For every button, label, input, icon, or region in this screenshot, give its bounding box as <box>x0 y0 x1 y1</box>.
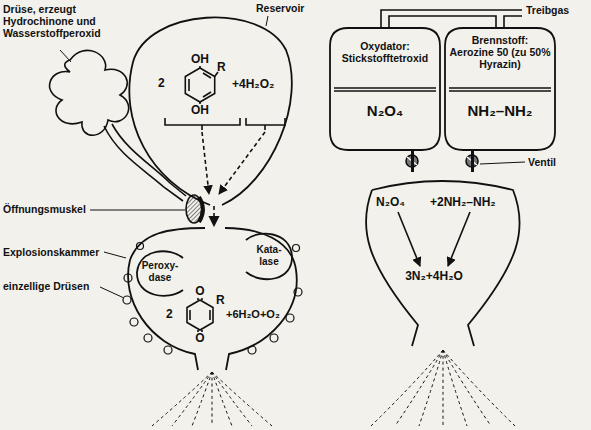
ring-bond <box>209 310 211 320</box>
node-text: Kata- lase <box>247 244 291 267</box>
benzene-ring <box>185 68 214 102</box>
feed-pipe <box>471 150 474 172</box>
callout-label: Treibgas <box>526 4 588 16</box>
flow-arrow <box>213 206 215 226</box>
gland-duct <box>104 126 183 201</box>
ring-bond <box>189 310 191 320</box>
ring-bond <box>203 73 211 78</box>
bracket <box>165 118 240 130</box>
spray-line <box>212 372 232 426</box>
leader-line <box>480 162 525 164</box>
flow-arrow <box>202 132 209 194</box>
shape-node: Kata- lase <box>244 230 294 284</box>
liquid-level <box>334 88 436 91</box>
gland-cell <box>130 318 138 326</box>
node-text: OH <box>188 53 212 67</box>
node-text: N₂O₄ <box>376 196 418 210</box>
shape-node: N₂O₄ +2NH₂–NH₂ 3N₂+4H₂O <box>355 172 533 348</box>
node-text: Brennstoff: Aerozine 50 (zu 50% Hyrazin) <box>449 34 551 70</box>
ring-bond <box>188 79 190 91</box>
exhaust-line <box>443 350 467 426</box>
node-text: Oxydator: Stickstofftetroxid <box>334 40 436 64</box>
gland-cell <box>270 334 278 342</box>
shape-node: OH R 2 +4H₂O₂ OH <box>125 8 303 206</box>
node-text: O <box>194 332 206 346</box>
callout-label: Öffnungsmuskel <box>3 203 103 215</box>
callout-label: einzellige Drüsen <box>3 280 113 292</box>
node-text: +6H₂O+O₂ <box>226 308 292 321</box>
gland-cell <box>144 334 152 342</box>
ring-bond <box>199 66 201 68</box>
leader-line <box>60 50 71 62</box>
leader-line <box>266 16 268 26</box>
node-text: R <box>216 294 230 308</box>
flow-arrow <box>219 132 265 194</box>
gland-cell <box>293 245 300 252</box>
node-text: OH <box>188 104 212 118</box>
exhaust-line <box>443 350 515 426</box>
node-text: R <box>217 61 231 75</box>
callout-label: Explosionskammer <box>3 246 113 258</box>
leader-line <box>90 210 185 211</box>
gland <box>50 50 129 135</box>
exhaust-line <box>419 350 443 426</box>
quinone-ring <box>187 300 213 330</box>
ring-bond <box>203 92 211 97</box>
spray-line <box>192 372 212 426</box>
shape-node: Oxydator: StickstofftetroxidN₂O₄ <box>330 28 440 150</box>
carbonyl-bond <box>198 298 202 332</box>
node-outline <box>125 8 303 206</box>
exhaust-line <box>443 350 444 426</box>
node-text: +4H₂O₂ <box>232 78 292 92</box>
gas-pipe <box>381 10 522 28</box>
reaction-arrow <box>398 212 420 266</box>
node-text: 2 <box>166 308 178 322</box>
callout-label: Ventil <box>528 156 578 168</box>
spray-line <box>212 372 272 426</box>
liquid-level <box>449 88 551 91</box>
shape-node: Brennstoff: Aerozine 50 (zu 50% Hyrazin)… <box>445 28 555 150</box>
spray-line <box>172 372 212 426</box>
bracket <box>246 118 285 130</box>
node-text: O <box>194 285 206 299</box>
leader-line <box>104 252 126 258</box>
node-text: 2 <box>158 77 170 91</box>
exhaust-line <box>395 350 443 426</box>
exhaust-line <box>371 350 443 426</box>
callout-label: Reservoir <box>256 2 316 14</box>
exhaust-line <box>443 350 491 426</box>
shape-node: Peroxy- dase <box>136 248 184 300</box>
gland-cell <box>164 346 172 354</box>
leader-line <box>100 287 124 298</box>
sphincter-muscle <box>186 195 202 223</box>
node-text: +2NH₂–NH₂ <box>430 196 512 210</box>
spray-line <box>152 372 212 426</box>
node-text: N₂O₄ <box>334 102 436 119</box>
node-text: NH₂–NH₂ <box>449 102 551 119</box>
callout-label: Drüse, erzeugt Hydrochinone und Wasserst… <box>3 3 121 39</box>
feed-pipe <box>411 150 414 172</box>
node-text: 3N₂+4H₂O <box>392 270 476 284</box>
node-text: Peroxy- dase <box>138 260 182 283</box>
gland-cell <box>123 296 131 304</box>
shape-node: 2OR+6H₂O+O₂OPeroxy- daseKata- lase <box>118 226 302 372</box>
reaction-arrow <box>448 212 470 266</box>
spray-line <box>212 372 213 426</box>
spray-line <box>212 372 252 426</box>
